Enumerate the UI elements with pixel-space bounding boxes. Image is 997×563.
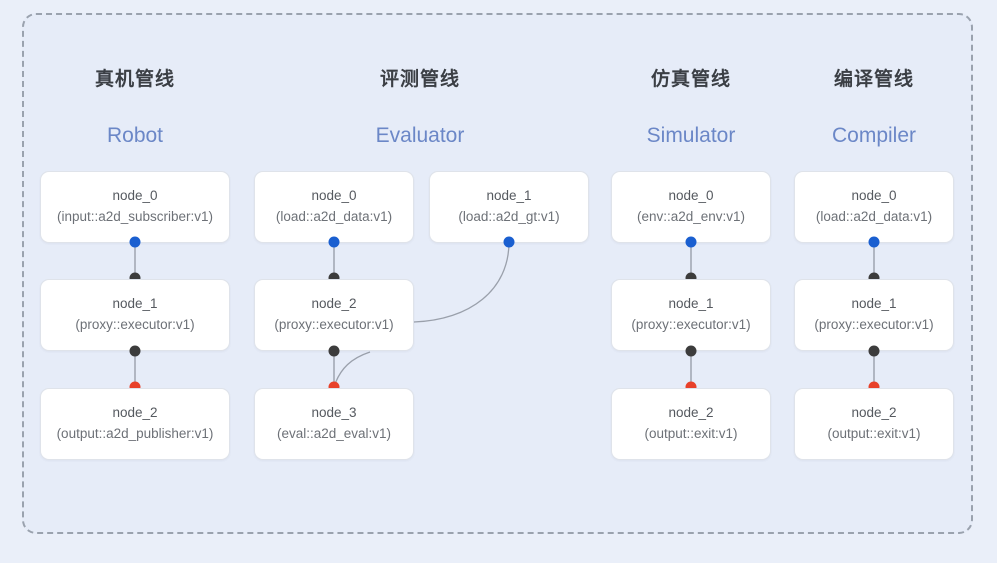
- node-name: node_2: [668, 405, 714, 421]
- port-input-evaluator-2[interactable]: [328, 272, 340, 284]
- port-output-simulator-0[interactable]: [685, 236, 697, 248]
- node-name: node_1: [851, 296, 897, 312]
- node-robot-0[interactable]: node_0 (input::a2d_subscriber:v1): [40, 171, 230, 243]
- node-type: (env::a2d_env:v1): [636, 209, 746, 224]
- node-type: (load::a2d_data:v1): [275, 209, 393, 224]
- node-name: node_0: [112, 188, 158, 204]
- node-type: (proxy::executor:v1): [631, 317, 751, 332]
- port-input-compiler-2[interactable]: [868, 381, 880, 393]
- node-type: (eval::a2d_eval:v1): [276, 426, 392, 441]
- node-type: (input::a2d_subscriber:v1): [56, 209, 214, 224]
- node-type: (proxy::executor:v1): [75, 317, 195, 332]
- node-name: node_1: [112, 296, 158, 312]
- node-evaluator-0[interactable]: node_0 (load::a2d_data:v1): [254, 171, 414, 243]
- port-output-evaluator-1[interactable]: [503, 236, 515, 248]
- port-output-compiler-0[interactable]: [868, 236, 880, 248]
- node-compiler-1[interactable]: node_1 (proxy::executor:v1): [794, 279, 954, 351]
- node-name: node_1: [486, 188, 532, 204]
- node-evaluator-3[interactable]: node_3 (eval::a2d_eval:v1): [254, 388, 414, 460]
- column-title-en-evaluator: Evaluator: [375, 124, 465, 147]
- node-type: (output::exit:v1): [644, 426, 738, 441]
- column-title-en-robot: Robot: [106, 124, 164, 147]
- node-name: node_3: [311, 405, 357, 421]
- column-title-cn-simulator: 仿真管线: [650, 69, 731, 90]
- port-input-evaluator-3[interactable]: [328, 381, 340, 393]
- node-name: node_0: [851, 188, 897, 204]
- node-evaluator-2[interactable]: node_2 (proxy::executor:v1): [254, 279, 414, 351]
- node-name: node_0: [668, 188, 714, 204]
- node-name: node_2: [311, 296, 357, 312]
- port-output-robot-1[interactable]: [129, 345, 141, 357]
- node-robot-1[interactable]: node_1 (proxy::executor:v1): [40, 279, 230, 351]
- node-simulator-1[interactable]: node_1 (proxy::executor:v1): [611, 279, 771, 351]
- node-robot-2[interactable]: node_2 (output::a2d_publisher:v1): [40, 388, 230, 460]
- node-name: node_0: [311, 188, 357, 204]
- node-simulator-2[interactable]: node_2 (output::exit:v1): [611, 388, 771, 460]
- port-input-robot-1[interactable]: [129, 272, 141, 284]
- port-output-evaluator-2[interactable]: [328, 345, 340, 357]
- port-input-robot-2[interactable]: [129, 381, 141, 393]
- node-compiler-0[interactable]: node_0 (load::a2d_data:v1): [794, 171, 954, 243]
- node-simulator-0[interactable]: node_0 (env::a2d_env:v1): [611, 171, 771, 243]
- node-type: (proxy::executor:v1): [814, 317, 934, 332]
- node-type: (output::a2d_publisher:v1): [56, 426, 214, 441]
- column-title-cn-evaluator: 评测管线: [379, 69, 460, 90]
- node-name: node_2: [112, 405, 158, 421]
- column-title-cn-robot: 真机管线: [94, 69, 175, 90]
- node-type: (load::a2d_gt:v1): [458, 209, 560, 224]
- node-evaluator-1[interactable]: node_1 (load::a2d_gt:v1): [429, 171, 589, 243]
- port-input-compiler-1[interactable]: [868, 272, 880, 284]
- port-output-robot-0[interactable]: [129, 236, 141, 248]
- port-output-evaluator-0[interactable]: [328, 236, 340, 248]
- node-type: (output::exit:v1): [827, 426, 921, 441]
- column-title-en-compiler: Compiler: [831, 124, 917, 147]
- port-input-simulator-1[interactable]: [685, 272, 697, 284]
- column-title-cn-compiler: 编译管线: [833, 69, 914, 90]
- node-type: (proxy::executor:v1): [274, 317, 394, 332]
- node-name: node_1: [668, 296, 714, 312]
- node-compiler-2[interactable]: node_2 (output::exit:v1): [794, 388, 954, 460]
- node-name: node_2: [851, 405, 897, 421]
- node-type: (load::a2d_data:v1): [815, 209, 933, 224]
- port-output-compiler-1[interactable]: [868, 345, 880, 357]
- column-title-en-simulator: Simulator: [646, 124, 736, 147]
- port-output-simulator-1[interactable]: [685, 345, 697, 357]
- port-input-simulator-2[interactable]: [685, 381, 697, 393]
